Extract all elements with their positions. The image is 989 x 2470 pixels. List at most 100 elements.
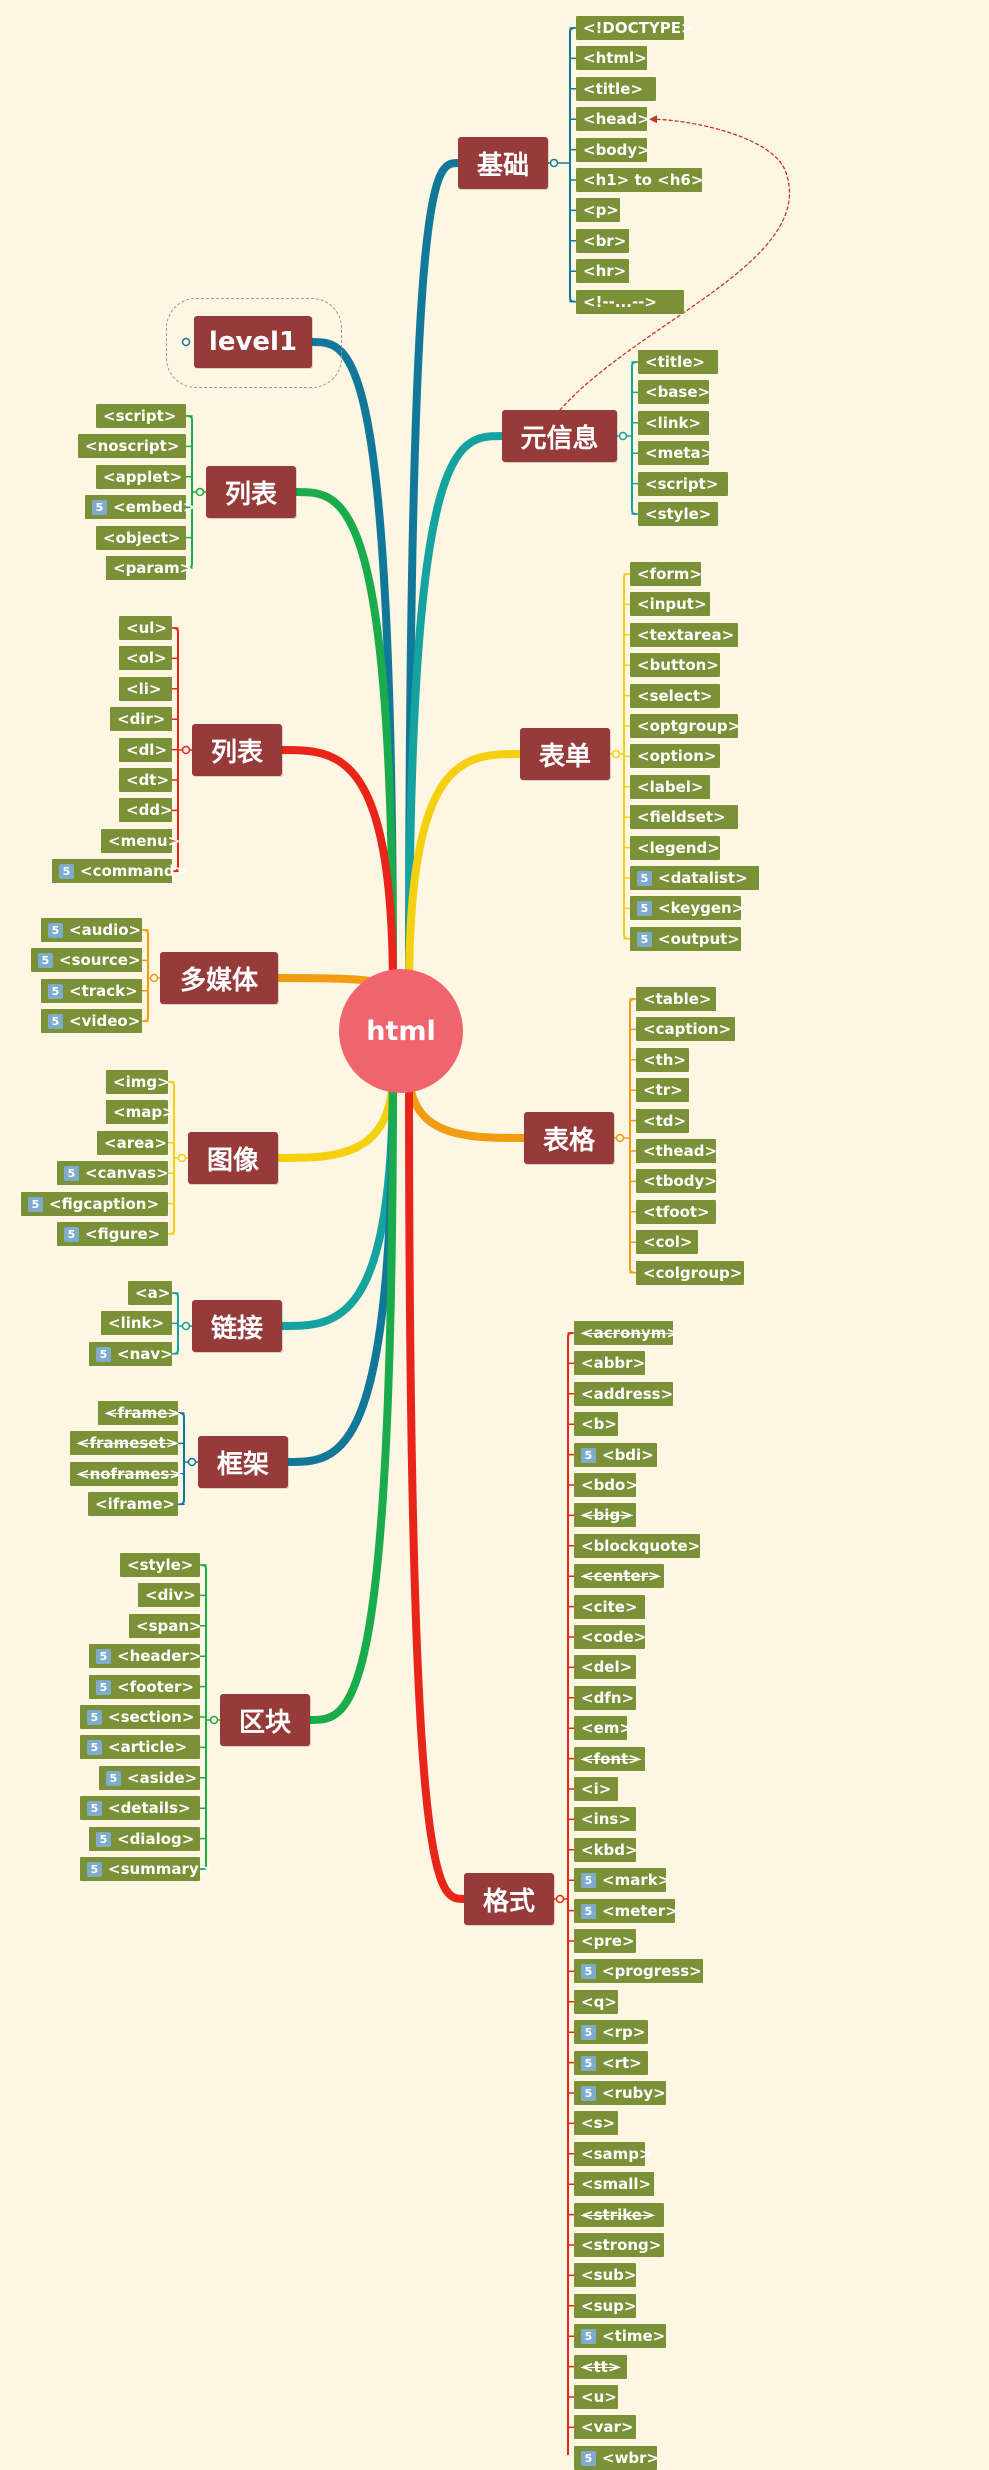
tag-item[interactable]: <strong>: [574, 2233, 664, 2257]
tag-item[interactable]: 5<figcaption>: [21, 1191, 168, 1216]
collapse-toggle[interactable]: [149, 973, 159, 983]
branch-node-biaodan[interactable]: 表单: [520, 728, 610, 780]
tag-item[interactable]: <u>: [574, 2385, 618, 2409]
tag-item[interactable]: <hr>: [576, 259, 629, 284]
tag-item[interactable]: 5<command>: [52, 859, 187, 884]
tag-item[interactable]: <b>: [574, 1412, 618, 1437]
tag-item[interactable]: <q>: [574, 1989, 618, 2014]
tag-item[interactable]: <param>: [106, 556, 192, 580]
collapse-toggle[interactable]: [209, 1715, 219, 1725]
tag-item[interactable]: <frameset>: [70, 1431, 178, 1456]
tag-item[interactable]: <bdo>: [574, 1473, 638, 1497]
collapse-toggle[interactable]: [181, 745, 191, 755]
tag-item[interactable]: <area>: [97, 1130, 168, 1155]
tag-item[interactable]: 5<section>: [80, 1705, 200, 1729]
tag-item[interactable]: 5<mark>: [574, 1868, 670, 1893]
tag-item[interactable]: <colgroup>: [636, 1260, 744, 1285]
tag-item[interactable]: <thead>: [636, 1139, 717, 1163]
tag-item[interactable]: 5<summary>: [80, 1857, 211, 1881]
tag-item[interactable]: <tt>: [574, 2354, 627, 2379]
tag-item[interactable]: <style>: [120, 1553, 200, 1577]
tag-item[interactable]: <cite>: [574, 1594, 645, 1619]
tag-item[interactable]: <font>: [574, 1746, 645, 1771]
tag-item[interactable]: 5<details>: [80, 1796, 200, 1821]
tag-item[interactable]: 5<source>: [31, 948, 142, 973]
tag-item[interactable]: <title>: [638, 350, 718, 374]
tag-item[interactable]: <title>: [576, 76, 656, 101]
tag-item[interactable]: <dl>: [119, 737, 172, 762]
hub-node[interactable]: html: [339, 969, 463, 1093]
tag-item[interactable]: <fieldset>: [630, 805, 738, 830]
tag-item[interactable]: <meta>: [638, 441, 713, 466]
tag-item[interactable]: <legend>: [630, 835, 720, 860]
tag-item[interactable]: 5<track>: [41, 978, 142, 1003]
tag-item[interactable]: <!DOCTYPE>: [576, 16, 694, 40]
tag-item[interactable]: <ol>: [119, 646, 172, 671]
branch-node-qukuai[interactable]: 区块: [220, 1694, 310, 1746]
tag-item[interactable]: <br>: [576, 228, 629, 253]
collapse-toggle[interactable]: [615, 1133, 625, 1143]
tag-item[interactable]: <dir>: [110, 707, 172, 732]
tag-item[interactable]: <map>: [106, 1100, 175, 1125]
tag-item[interactable]: <abbr>: [574, 1351, 645, 1376]
tag-item[interactable]: <ul>: [119, 616, 172, 640]
collapse-toggle[interactable]: [611, 749, 621, 759]
tag-item[interactable]: <html>: [576, 46, 647, 71]
tag-item[interactable]: 5<rp>: [574, 2020, 648, 2045]
branch-node-geshi[interactable]: 格式: [464, 1873, 554, 1925]
tag-item[interactable]: <dt>: [119, 768, 172, 792]
tag-item[interactable]: <td>: [636, 1108, 689, 1133]
tag-item[interactable]: <menu>: [101, 828, 180, 853]
branch-node-duomeiti[interactable]: 多媒体: [160, 952, 278, 1004]
tag-item[interactable]: 5<meter>: [574, 1898, 678, 1923]
tag-item[interactable]: <ins>: [574, 1807, 636, 1832]
tag-item[interactable]: 5<dialog>: [89, 1826, 200, 1851]
tag-item[interactable]: <i>: [574, 1777, 618, 1801]
tag-item[interactable]: <tbody>: [636, 1169, 717, 1194]
tag-item[interactable]: <table>: [636, 987, 716, 1011]
collapse-toggle[interactable]: [177, 1153, 187, 1163]
tag-item[interactable]: <pre>: [574, 1929, 636, 1953]
tag-item[interactable]: 5<aside>: [99, 1765, 200, 1790]
tag-item[interactable]: 5<progress>: [574, 1959, 703, 1984]
tag-item[interactable]: 5<bdi>: [574, 1442, 657, 1467]
tag-item[interactable]: <body>: [576, 137, 650, 162]
tag-item[interactable]: 5<nav>: [89, 1341, 173, 1366]
tag-item[interactable]: <li>: [119, 676, 172, 701]
tag-item[interactable]: <strike>: [574, 2202, 664, 2227]
tag-item[interactable]: <tr>: [636, 1078, 689, 1103]
collapse-toggle[interactable]: [555, 1894, 565, 1904]
tag-item[interactable]: 5<video>: [41, 1009, 142, 1034]
branch-node-yuanxinxi[interactable]: 元信息: [502, 410, 617, 462]
tag-item[interactable]: <center>: [574, 1564, 664, 1589]
tag-item[interactable]: <noframes>: [70, 1461, 182, 1486]
tag-item[interactable]: <del>: [574, 1655, 636, 1680]
tag-item[interactable]: 5<article>: [80, 1735, 200, 1760]
tag-item[interactable]: 5<header>: [89, 1644, 201, 1669]
tag-item[interactable]: <kbd>: [574, 1837, 638, 1862]
tag-item[interactable]: <span>: [129, 1613, 202, 1638]
tag-item[interactable]: 5<ruby>: [574, 2081, 666, 2105]
tag-item[interactable]: <link>: [101, 1311, 172, 1336]
tag-item[interactable]: <optgroup>: [630, 714, 740, 738]
branch-node-level1[interactable]: level1: [194, 316, 312, 368]
tag-item[interactable]: <p>: [576, 198, 620, 223]
branch-node-jichu[interactable]: 基础: [458, 137, 548, 189]
collapse-toggle[interactable]: [181, 1321, 191, 1331]
collapse-toggle[interactable]: [187, 1457, 197, 1467]
tag-item[interactable]: <applet>: [96, 464, 186, 489]
tag-item[interactable]: <h1> to <h6>: [576, 168, 703, 192]
tag-item[interactable]: <link>: [638, 410, 709, 435]
tag-item[interactable]: <form>: [630, 562, 702, 586]
tag-item[interactable]: <em>: [574, 1716, 632, 1741]
branch-node-biaoge[interactable]: 表格: [524, 1112, 614, 1164]
branch-node-tuxiang[interactable]: 图像: [188, 1132, 278, 1184]
tag-item[interactable]: <dd>: [119, 798, 173, 823]
tag-item[interactable]: 5<footer>: [89, 1674, 200, 1699]
tag-item[interactable]: 5<keygen>: [630, 896, 744, 921]
tag-item[interactable]: <textarea>: [630, 622, 738, 647]
tag-item[interactable]: <dfn>: [574, 1685, 636, 1710]
tag-item[interactable]: <s>: [574, 2111, 618, 2136]
tag-item[interactable]: <base>: [638, 380, 710, 405]
tag-item[interactable]: <acronym>: [574, 1321, 679, 1345]
